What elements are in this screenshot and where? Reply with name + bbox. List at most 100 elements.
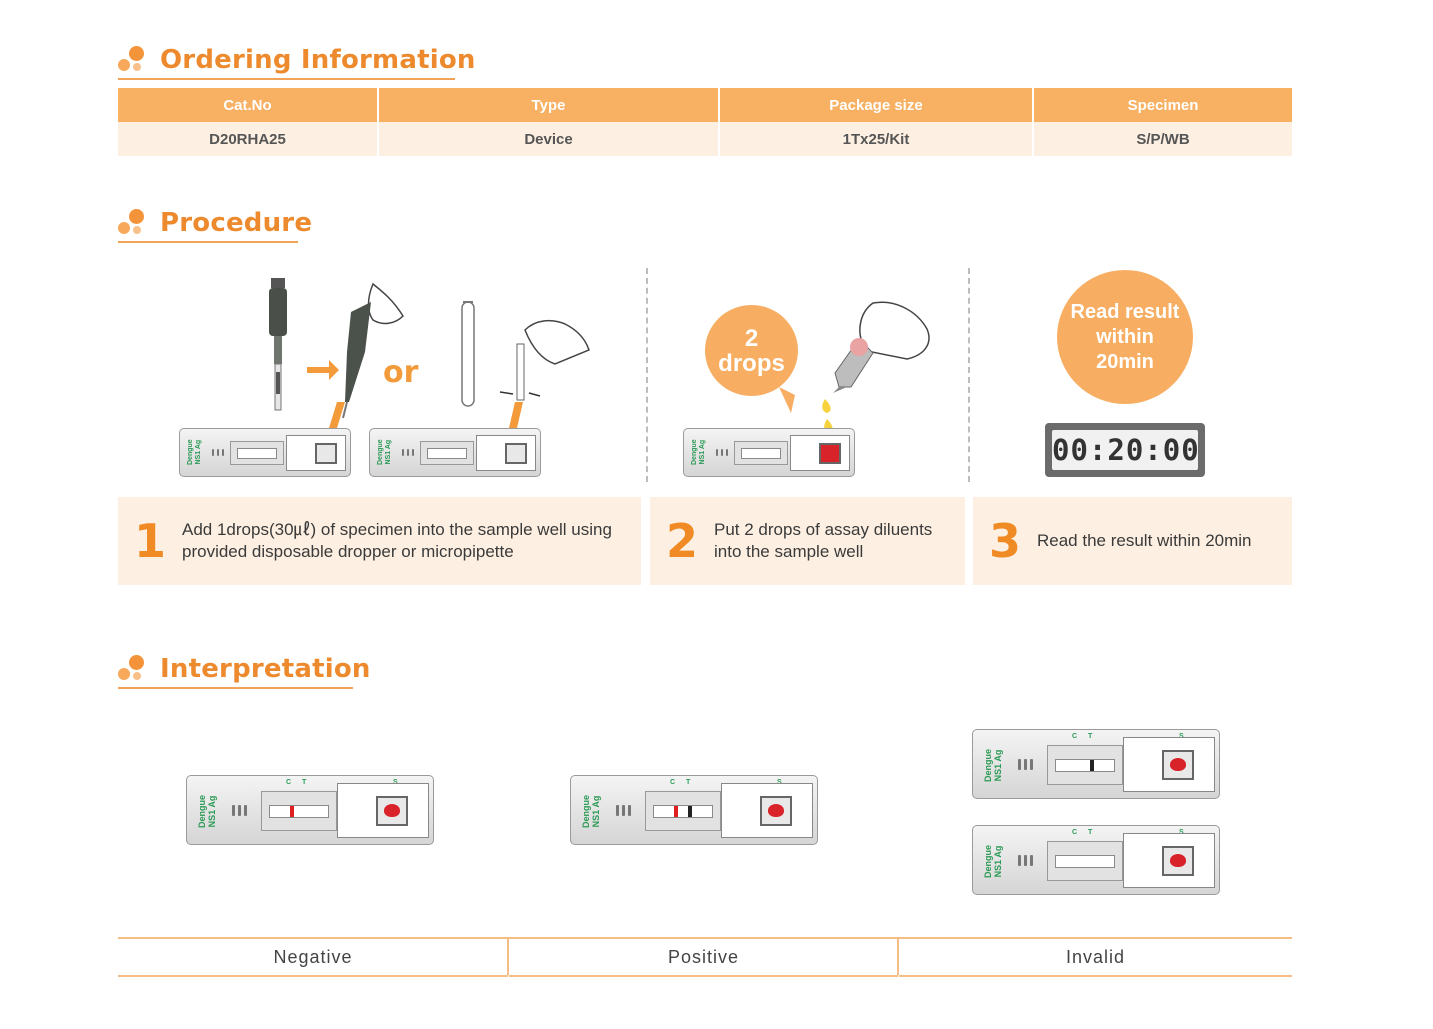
step-box: 2 Put 2 drops of assay diluents into the… <box>650 497 965 585</box>
control-mark: C <box>1072 733 1078 740</box>
sample-well-inner <box>760 796 792 826</box>
device-label: Dengue NS1 Ag <box>691 439 707 465</box>
step-box: 1 Add 1drops(30㎕) of specimen into the s… <box>118 497 641 585</box>
section-heading-interpretation: Interpretation <box>118 654 371 684</box>
step-box: 3 Read the result within 20min <box>973 497 1292 585</box>
sample-well <box>1123 833 1215 888</box>
step-text-line: Read the result within 20min <box>1037 531 1252 550</box>
device-label-line: NS1 Ag <box>993 845 1003 878</box>
test-line <box>688 806 692 817</box>
grip-dots <box>232 805 247 816</box>
result-label-invalid: Invalid <box>899 937 1292 977</box>
result-window <box>420 441 474 465</box>
device-label-line: Dengue <box>691 439 698 465</box>
grip-dots <box>1018 855 1033 866</box>
step-text: Put 2 drops of assay diluents into the s… <box>714 519 932 563</box>
table-row: D20RHA25 Device 1Tx25/Kit S/P/WB <box>118 122 1292 156</box>
device-label-line: Dengue <box>187 439 194 465</box>
grip-dots <box>616 805 631 816</box>
result-window <box>734 441 788 465</box>
table-header-cell: Package size <box>719 88 1034 122</box>
bullet-dots-icon <box>118 654 148 684</box>
device-label-line: NS1 Ag <box>385 439 392 465</box>
device-invalid: Dengue NS1 Ag C T S <box>972 825 1220 895</box>
blood-drop-icon <box>384 804 400 817</box>
table-cell: D20RHA25 <box>118 122 379 156</box>
bullet-dots-icon <box>118 208 148 238</box>
table-header-cell: Cat.No <box>118 88 379 122</box>
step-text-line: into the sample well <box>714 542 864 561</box>
sample-well-inner <box>1162 846 1194 876</box>
step-text: Add 1drops(30㎕) of specimen into the sam… <box>182 519 612 563</box>
section-title: Procedure <box>160 208 313 238</box>
device-label: Dengue NS1 Ag <box>197 795 217 828</box>
sample-well-inner <box>315 443 337 464</box>
table-header-row: Cat.No Type Package size Specimen <box>118 88 1292 122</box>
step-number: 2 <box>665 514 698 568</box>
test-device: Dengue NS1 Ag <box>683 428 855 477</box>
control-mark: C <box>670 779 676 786</box>
table-header-cell: Specimen <box>1033 88 1292 122</box>
bullet-dots-icon <box>118 45 148 75</box>
device-label: Dengue NS1 Ag <box>187 439 203 465</box>
result-window <box>230 441 284 465</box>
sample-well <box>721 783 813 838</box>
test-device: Dengue NS1 Ag <box>179 428 351 477</box>
step-number: 1 <box>133 514 166 568</box>
step-text: Read the result within 20min <box>1037 530 1252 552</box>
blood-drop-icon <box>1170 854 1186 867</box>
timer-display: 00:20:00 <box>1045 423 1205 477</box>
device-invalid: Dengue NS1 Ag C T S <box>972 729 1220 799</box>
device-label-line: Dengue <box>983 748 993 782</box>
drops-count: 2 <box>744 324 759 352</box>
test-mark: T <box>302 779 307 786</box>
section-title: Ordering Information <box>160 45 476 75</box>
section-heading-procedure: Procedure <box>118 208 312 238</box>
step-number: 3 <box>988 514 1021 568</box>
read-line: within <box>1096 325 1154 348</box>
table-cell: S/P/WB <box>1033 122 1292 156</box>
divider <box>968 268 970 482</box>
device-label: Dengue NS1 Ag <box>983 749 1003 782</box>
device-label-line: Dengue <box>377 439 384 465</box>
device-label-line: Dengue <box>581 794 591 828</box>
section-underline <box>118 241 298 243</box>
device-label-line: NS1 Ag <box>195 439 202 465</box>
step-text-line: provided disposable dropper or micropipe… <box>182 542 514 561</box>
section-title: Interpretation <box>160 654 371 684</box>
read-result-callout: Read result within 20min <box>1057 270 1193 404</box>
device-label-line: Dengue <box>983 844 993 878</box>
result-window <box>1047 841 1123 881</box>
sample-well <box>286 435 346 471</box>
control-mark: C <box>286 779 292 786</box>
result-window <box>261 791 337 831</box>
sample-well-inner <box>819 443 841 464</box>
device-positive: Dengue NS1 Ag C T S <box>570 775 818 845</box>
sample-well <box>337 783 429 838</box>
device-label-line: NS1 Ag <box>699 439 706 465</box>
device-label-line: Dengue <box>197 794 207 828</box>
test-strip <box>1055 855 1115 868</box>
sample-well-inner <box>376 796 408 826</box>
section-heading-ordering: Ordering Information <box>118 45 476 75</box>
device-negative: Dengue NS1 Ag C T S <box>186 775 434 845</box>
blood-drop-icon <box>768 804 784 817</box>
table-cell: Device <box>378 122 720 156</box>
read-line: 20min <box>1096 350 1154 373</box>
control-line <box>290 806 294 817</box>
control-line <box>674 806 678 817</box>
device-label-line: NS1 Ag <box>207 795 217 828</box>
divider <box>646 268 648 482</box>
result-label-positive: Positive <box>509 937 898 977</box>
dropper-bottle-illustration <box>779 301 930 433</box>
ordering-table: Cat.No Type Package size Specimen D20RHA… <box>118 88 1292 156</box>
drops-callout: 2 drops <box>705 305 798 396</box>
pipette-illustration: or <box>269 278 590 419</box>
test-strip <box>1055 759 1115 772</box>
test-strip <box>269 805 329 818</box>
grip-dots <box>212 449 224 456</box>
table-cell: 1Tx25/Kit <box>719 122 1034 156</box>
device-label: Dengue NS1 Ag <box>983 845 1003 878</box>
step-text-line: Add 1drops(30㎕) of specimen into the sam… <box>182 520 612 539</box>
device-label-line: NS1 Ag <box>591 795 601 828</box>
